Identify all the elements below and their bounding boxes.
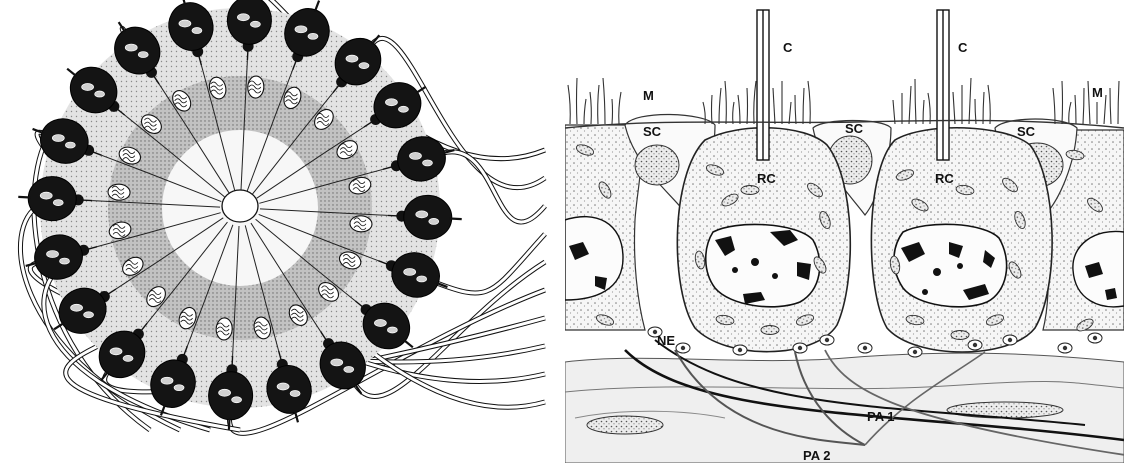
glomerulus — [108, 184, 131, 201]
label-sc-3: SC — [1017, 124, 1036, 139]
label-cilium-right: C — [958, 40, 968, 55]
label-pa1: PA 1 — [867, 409, 894, 424]
supporting-cell-nucleus — [635, 145, 679, 185]
label-pa2: PA 2 — [803, 448, 830, 463]
label-sc-2: SC — [845, 121, 864, 136]
label-sc-1: SC — [643, 124, 662, 139]
label-rc-right: RC — [935, 171, 954, 186]
label-rc-left: RC — [757, 171, 776, 186]
label-microvilli-left: M — [643, 88, 654, 103]
label-cilium-left: C — [783, 40, 793, 55]
glomerulus — [247, 76, 264, 99]
connective-cell — [587, 416, 663, 434]
epithelium-diagram: C C M M SC SC SC RC RC NE PA 1 PA 2 — [565, 0, 1124, 463]
rosette-background — [40, 8, 440, 408]
receptor-cell — [403, 194, 462, 240]
connective-cell — [947, 402, 1063, 418]
central-lumen — [222, 190, 258, 222]
glomerulus — [350, 215, 373, 232]
rosette-diagram — [0, 0, 560, 463]
label-microvilli-right: M — [1092, 85, 1103, 100]
glomerulus — [216, 318, 233, 341]
label-ne: NE — [657, 333, 675, 348]
